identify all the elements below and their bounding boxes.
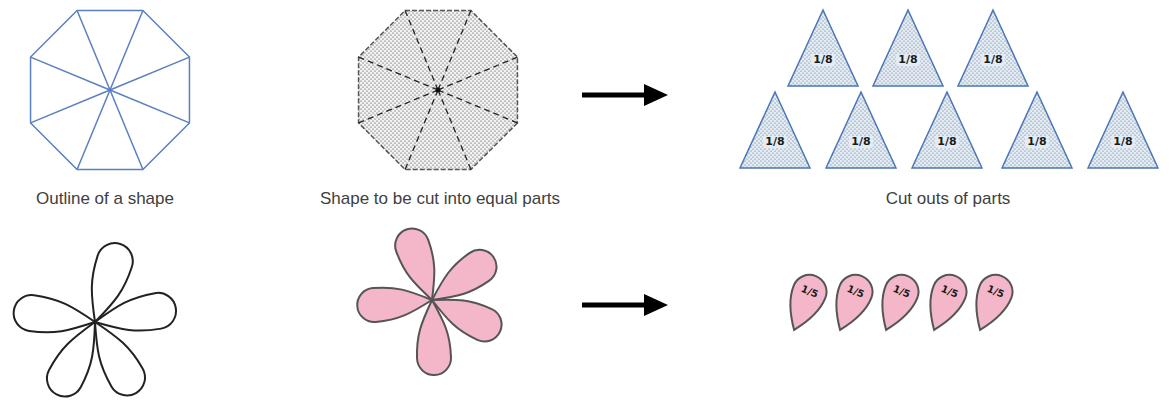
fraction-petal: 1/5	[776, 267, 834, 339]
fraction-triangle: 1/8	[738, 90, 812, 170]
arrow	[582, 84, 668, 106]
caption-label: Outline of a shape	[36, 189, 174, 209]
fraction-label: 1/8	[935, 136, 958, 148]
fraction-label: 1/8	[1111, 136, 1134, 148]
petal-outline	[822, 267, 880, 339]
petal-outline	[962, 267, 1020, 339]
fraction-triangle: 1/8	[910, 90, 984, 170]
fraction-petal: 1/5	[916, 267, 974, 339]
triangle-outline	[910, 90, 984, 170]
pink-flower	[356, 224, 507, 376]
octagon-outline	[31, 11, 190, 170]
fraction-petal: 1/5	[962, 267, 1020, 339]
triangle-outline	[956, 8, 1030, 88]
petal-outline	[868, 267, 926, 339]
petal-outline	[916, 267, 974, 339]
caption-label: Cut outs of parts	[886, 189, 1011, 209]
fraction-petal: 1/5	[868, 267, 926, 339]
petal-outline	[776, 267, 834, 339]
fraction-triangle: 1/8	[956, 8, 1030, 88]
flower-outline	[11, 238, 179, 402]
arrow	[582, 294, 668, 316]
fraction-label: 1/8	[1025, 136, 1048, 148]
fraction-triangle: 1/8	[871, 8, 945, 88]
triangle-outline	[786, 8, 860, 88]
fraction-triangle: 1/8	[786, 8, 860, 88]
fraction-petal: 1/5	[822, 267, 880, 339]
caption-label: Shape to be cut into equal parts	[320, 189, 560, 209]
fraction-label: 1/8	[811, 54, 834, 66]
fraction-triangle: 1/8	[1000, 90, 1074, 170]
triangle-outline	[871, 8, 945, 88]
fraction-label: 1/8	[849, 136, 872, 148]
fraction-label: 1/8	[981, 54, 1004, 66]
fraction-triangle: 1/8	[1086, 90, 1160, 170]
fraction-label: 1/8	[763, 136, 786, 148]
triangle-outline	[1086, 90, 1160, 170]
fraction-label: 1/8	[896, 54, 919, 66]
triangle-outline	[824, 90, 898, 170]
fraction-triangle: 1/8	[824, 90, 898, 170]
triangle-outline	[738, 90, 812, 170]
dotted-octagon	[359, 11, 518, 170]
triangle-outline	[1000, 90, 1074, 170]
